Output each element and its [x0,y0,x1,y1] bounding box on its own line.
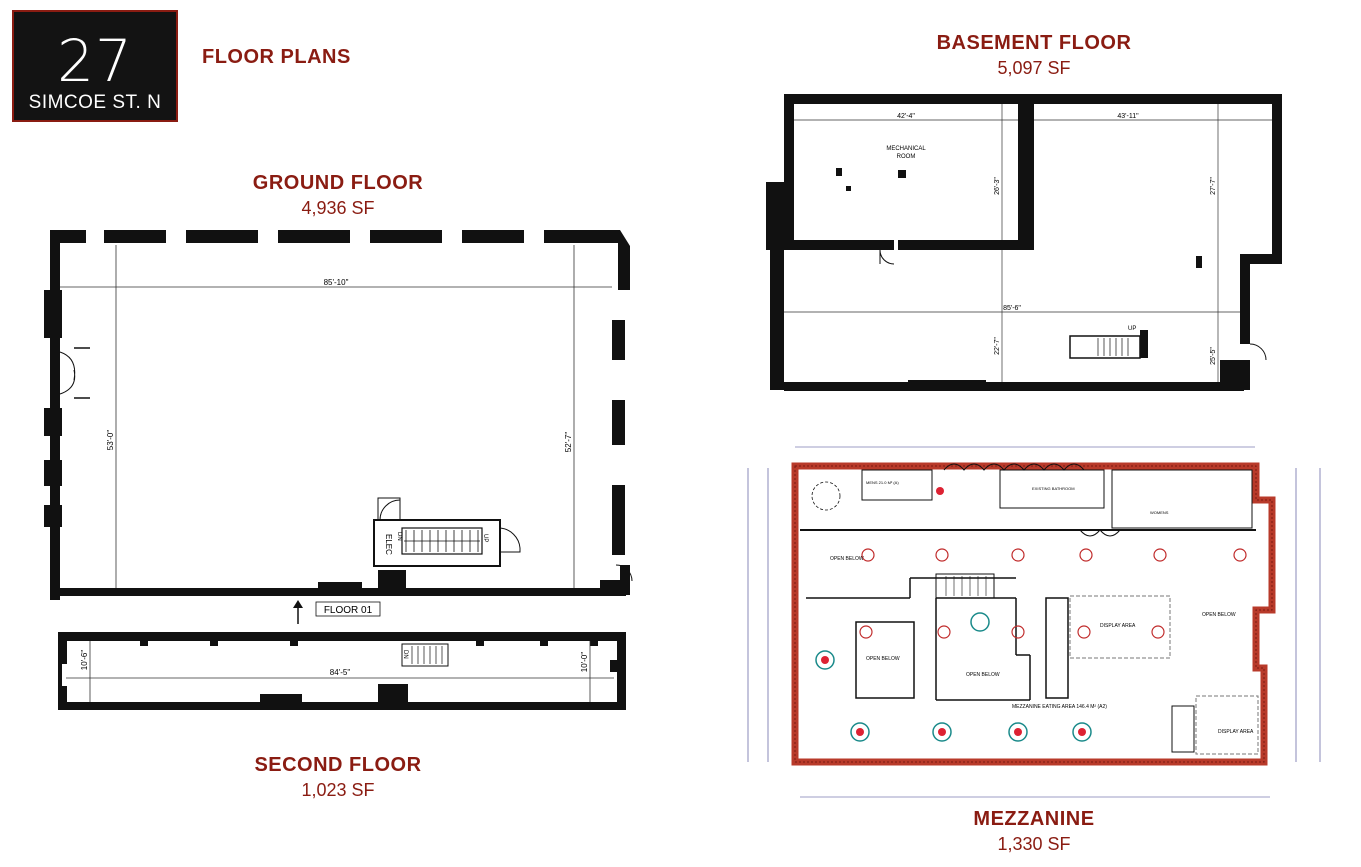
mechanical-room-label-1: MECHANICAL [886,146,926,152]
second-dn-label: DN [402,650,408,659]
floor-marker: FLOOR 01 [293,600,381,624]
mezz-display-area-1: DISPLAY AREA [1100,623,1136,629]
up-arrow-icon [293,600,303,608]
second-floor-area: 1,023 SF [301,780,375,800]
basement-dim-lower-right: 25'-5" [1210,347,1217,365]
basement-dim-lower-mid: 22'-7" [994,337,1001,355]
mezzanine-plan: OPEN BELOW OPEN BELOW OPEN BELOW OPEN BE… [747,446,1321,798]
mezzanine-area: 1,330 SF [997,834,1071,854]
logo-street: SIMCOE ST. N [28,92,162,113]
mezzanine-title: MEZZANINE [973,808,1095,830]
ground-dim-width: 85'-10" [324,278,349,287]
basement-floor-title: BASEMENT FLOOR [936,32,1132,54]
ground-up-label: UP [482,534,488,542]
ground-dn-label: DN [396,532,402,541]
ground-dim-right: 52'-7" [564,432,573,453]
mezz-existing-bathroom: EXISTING BATHROOM [1032,486,1075,491]
ground-floor-area: 4,936 SF [301,198,375,218]
mezz-womens: WOMENS [1150,510,1169,515]
mezz-open-below-4: OPEN BELOW [1202,612,1236,618]
basement-dim-right-height: 27'-7" [1210,177,1217,195]
basement-floor-area: 5,097 SF [997,58,1071,78]
logo-number: 27 [57,27,133,95]
basement-floor-plan: 42'-4" 43'-11" MECHANICAL ROOM 26'-3" 27… [766,94,1282,391]
mezz-mens: MENS 21.0 M² (A) [866,480,899,485]
mezz-display-area-2: DISPLAY AREA [1218,729,1254,735]
ground-dim-left: 53'-0" [106,430,115,451]
second-floor-plan: 84'-5" 10'-6" 10'-0" DN [58,632,626,710]
mezz-open-below-3: OPEN BELOW [966,672,1000,678]
second-dim-left: 10'-6" [80,650,89,671]
second-dim-right: 10'-0" [580,652,589,673]
basement-dim-top-right: 43'-11" [1117,113,1139,120]
basement-dim-mech-height: 26'-3" [994,177,1001,195]
ground-elec-label: ELEC [384,534,393,555]
second-floor-title: SECOND FLOOR [254,754,422,776]
floor-marker-label: FLOOR 01 [324,605,373,616]
basement-dim-width: 85'-6" [1003,305,1021,312]
mechanical-room-label-2: ROOM [897,154,916,160]
ground-floor-title: GROUND FLOOR [252,172,424,194]
second-dim-width: 84'-5" [330,668,351,677]
building-logo: 27 SIMCOE ST. N [12,10,178,122]
basement-dim-top-left: 42'-4" [897,113,915,120]
document-title: FLOOR PLANS [202,46,351,68]
ground-floor-plan: 85'-10" 53'-0" 52'-7" ELEC DN UP [44,230,633,600]
mezz-eating-area: MEZZANINE EATING AREA 146.4 M² (A2) [1012,704,1107,710]
basement-up-label: UP [1128,326,1136,332]
mezz-open-below-1: OPEN BELOW [830,556,864,562]
mezz-open-below-2: OPEN BELOW [866,656,900,662]
